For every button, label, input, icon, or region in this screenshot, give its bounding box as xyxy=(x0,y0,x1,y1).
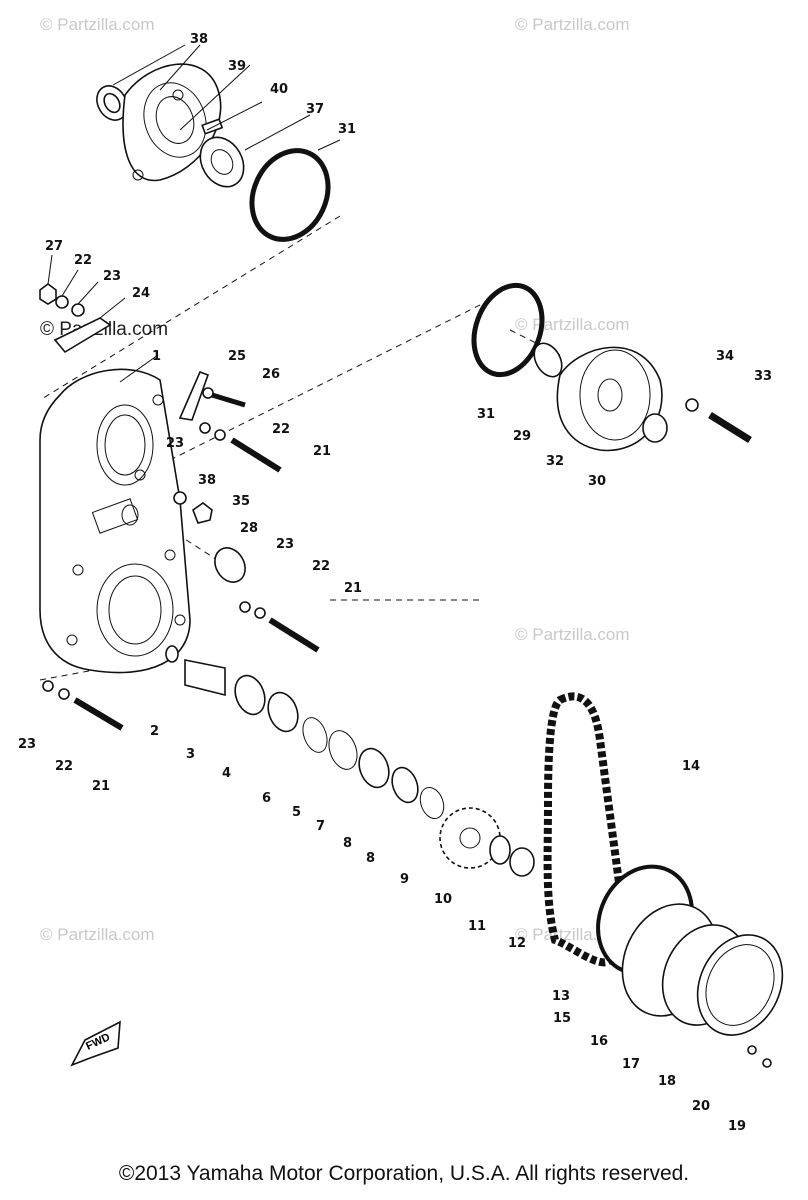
callout-label: 20 xyxy=(692,1099,710,1114)
callout-label: 39 xyxy=(228,59,246,74)
callout-label: 38 xyxy=(190,32,208,47)
callout-label: 21 xyxy=(344,581,362,596)
callout-label: 22 xyxy=(55,759,73,774)
callout-label: 5 xyxy=(292,805,301,820)
callout-label: 22 xyxy=(312,559,330,574)
plate xyxy=(53,317,112,354)
shaft-stack xyxy=(165,645,535,877)
watermark: © Partzilla.com xyxy=(515,315,630,334)
callout-label: 12 xyxy=(508,936,526,951)
callout-label: 11 xyxy=(468,919,486,934)
callout-label: 23 xyxy=(103,269,121,284)
callout-label: 32 xyxy=(546,454,564,469)
watermark: © Partzilla.com xyxy=(515,15,630,34)
copyright-notice: ©2013 Yamaha Motor Corporation, U.S.A. A… xyxy=(118,1162,690,1185)
small-hardware-upper xyxy=(39,254,126,354)
lower-cover-assembly xyxy=(596,864,784,1068)
callout-label: 30 xyxy=(588,474,606,489)
spline-shaft xyxy=(184,659,226,697)
callout-label: 6 xyxy=(262,791,271,806)
upper-right-assembly xyxy=(471,282,752,452)
callout-label: 28 xyxy=(240,521,258,536)
callout-label: 29 xyxy=(513,429,531,444)
watermark: © Partzilla.com xyxy=(40,925,155,944)
bracket xyxy=(178,370,210,421)
bearing xyxy=(199,136,245,188)
callout-label: 40 xyxy=(270,82,288,97)
callout-label: 17 xyxy=(622,1057,640,1072)
callout-label: 8 xyxy=(343,836,352,851)
cover-plate xyxy=(696,934,784,1036)
callout-label: 23 xyxy=(276,537,294,552)
watermark: © Partzilla.com xyxy=(40,15,155,34)
callout-label: 21 xyxy=(92,779,110,794)
callout-label: 4 xyxy=(222,766,231,781)
callout-label: 35 xyxy=(232,494,250,509)
callout-label: 37 xyxy=(306,102,324,117)
callout-label: 24 xyxy=(132,286,150,301)
hardware-middle xyxy=(42,370,320,731)
callout-label: 19 xyxy=(728,1119,746,1134)
callout-label: 3 xyxy=(186,747,195,762)
bolt-head xyxy=(192,502,213,524)
chain-case xyxy=(39,354,191,674)
callout-label: 27 xyxy=(45,239,63,254)
callout-label: 18 xyxy=(658,1074,676,1089)
callout-label: 23 xyxy=(18,737,36,752)
callout-label: 34 xyxy=(716,349,734,364)
callout-label: 14 xyxy=(682,759,700,774)
callout-label: 38 xyxy=(198,473,216,488)
sprocket xyxy=(439,807,501,869)
callout-label: 10 xyxy=(434,892,452,907)
fwd-arrow: FWD xyxy=(70,1020,121,1067)
callout-label: 1 xyxy=(152,349,161,364)
callout-label: 31 xyxy=(477,407,495,422)
callout-label: 16 xyxy=(590,1034,608,1049)
callout-label: 26 xyxy=(262,367,280,382)
drive-chain xyxy=(543,692,625,967)
callout-label: 33 xyxy=(754,369,772,384)
upper-cover-assembly xyxy=(96,44,341,242)
callout-label: 21 xyxy=(313,444,331,459)
callout-label: 13 xyxy=(552,989,570,1004)
callout-label: 15 xyxy=(553,1011,571,1026)
callout-label: 7 xyxy=(316,819,325,834)
callout-label: 9 xyxy=(400,872,409,887)
callout-label: 31 xyxy=(338,122,356,137)
callout-label: 22 xyxy=(272,422,290,437)
callout-label: 25 xyxy=(228,349,246,364)
nut xyxy=(39,283,57,305)
callout-label: 23 xyxy=(166,436,184,451)
watermark: © Partzilla.com xyxy=(515,625,630,644)
o-ring xyxy=(249,148,331,242)
cap xyxy=(214,547,246,583)
callout-label: 2 xyxy=(150,724,159,739)
case-body xyxy=(39,368,191,674)
callout-label: 22 xyxy=(74,253,92,268)
callout-label: 8 xyxy=(366,851,375,866)
